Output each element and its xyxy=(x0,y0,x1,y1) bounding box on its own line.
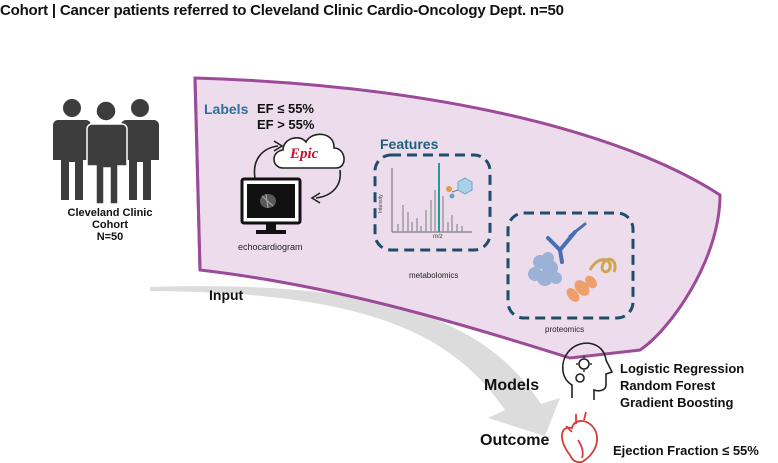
protein-icon xyxy=(528,222,617,302)
labels-heading: Labels xyxy=(204,101,249,117)
label-ef-low: EF ≤ 55% xyxy=(257,101,314,116)
metabolomics-box xyxy=(373,153,492,252)
monitor-icon xyxy=(240,177,302,234)
mass-spectrum-icon xyxy=(391,163,472,233)
features-heading: Features xyxy=(380,136,439,152)
cohort-label: Cleveland Clinic Cohort N=50 xyxy=(50,207,170,243)
ms-ylabel: Intensity xyxy=(378,194,384,213)
outcome-value: Ejection Fraction ≤ 55% xyxy=(613,443,759,458)
flow-arrow xyxy=(150,286,560,436)
ms-xlabel: m/z xyxy=(433,234,443,240)
molecule-icon xyxy=(446,177,473,199)
label-ef-high: EF > 55% xyxy=(257,117,315,132)
cohort-line-2: Cohort xyxy=(91,219,129,231)
heart-icon xyxy=(561,411,598,463)
input-label: Input xyxy=(209,287,244,303)
proteomics-caption: proteomics xyxy=(545,325,585,334)
cohort-line-3: N=50 xyxy=(96,231,124,243)
echo-caption: echocardiogram xyxy=(238,242,303,252)
cloud-icon xyxy=(273,133,345,169)
cohort-line-1: Cleveland Clinic xyxy=(67,207,153,219)
proteomics-box xyxy=(506,211,635,320)
model-item: Logistic Regression xyxy=(620,361,745,376)
person-group-icon xyxy=(53,99,159,205)
models-heading: Models xyxy=(484,377,540,394)
page-title: Cohort | Cancer patients referred to Cle… xyxy=(0,2,564,19)
metabolomics-caption: metabolomics xyxy=(409,271,459,280)
models-list: Logistic Regression Random Forest Gradie… xyxy=(620,360,744,411)
head-gears-icon xyxy=(561,342,614,400)
model-item: Random Forest xyxy=(620,378,716,393)
outcome-heading: Outcome xyxy=(480,432,550,449)
model-item: Gradient Boosting xyxy=(620,395,734,410)
cycle-arrow-icon xyxy=(253,140,341,204)
epic-logo: Epic xyxy=(290,146,319,162)
